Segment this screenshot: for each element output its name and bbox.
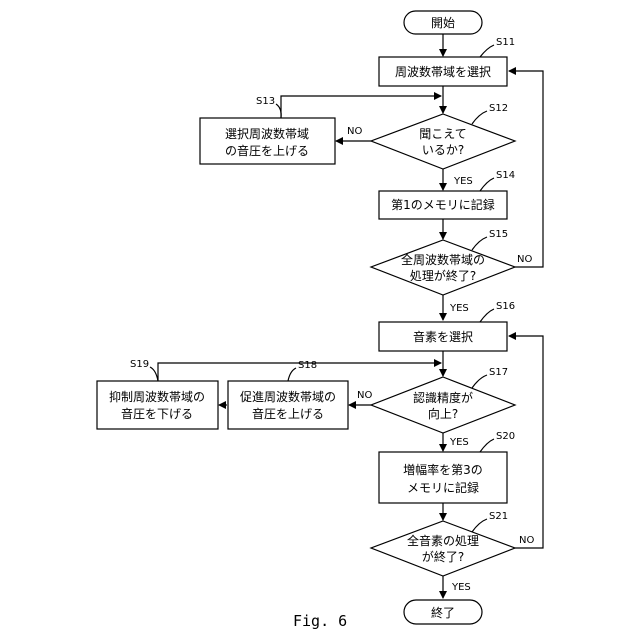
edge-label-s12-no: NO [347, 126, 362, 137]
decision-s15-label-1: 全周波数帯域の [401, 252, 485, 267]
leader-s12 [472, 111, 487, 124]
leader-s11 [480, 45, 494, 57]
edge-label-s15-no: NO [517, 254, 532, 265]
step-s13-label-1: 選択周波数帯域 [225, 126, 309, 141]
step-number-s17: S17 [489, 367, 508, 378]
leader-s15 [472, 237, 487, 250]
step-number-s11: S11 [496, 37, 515, 48]
decision-s21-label-2: が終了? [422, 549, 464, 564]
decision-s12-label-1: 聞こえて [419, 127, 466, 141]
edge-label-s21-yes: YES [451, 582, 471, 593]
leader-s17 [472, 375, 487, 388]
step-s20-label-2: メモリに記録 [407, 480, 479, 495]
step-s19-box [97, 381, 218, 429]
edge-s15-s11-no [509, 71, 543, 267]
step-number-s14: S14 [496, 170, 515, 181]
edge-label-s21-no: NO [519, 535, 534, 546]
step-s16-label: 音素を選択 [413, 329, 473, 344]
step-s19-label-1: 抑制周波数帯域の [109, 389, 205, 404]
step-number-s13: S13 [256, 96, 275, 107]
decision-s21-label-1: 全音素の処理 [407, 533, 479, 548]
leader-s14 [480, 178, 494, 191]
start-label: 開始 [431, 16, 455, 30]
step-s18-box [228, 381, 348, 429]
decision-s17-label-2: 向上? [428, 406, 458, 421]
edge-label-s15-yes: YES [449, 303, 469, 314]
step-s18-label-1: 促進周波数帯域の [240, 389, 336, 404]
step-s19-label-2: 音圧を下げる [121, 406, 193, 421]
leader-s13 [276, 104, 281, 118]
edge-label-s17-yes: YES [449, 437, 469, 448]
step-s13-label-2: の音圧を上げる [225, 143, 309, 158]
edge-s21-s16-no [509, 336, 543, 548]
step-s11-label: 周波数帯域を選択 [395, 64, 491, 79]
leader-s16 [480, 309, 494, 322]
leader-s18 [288, 368, 296, 381]
step-number-s12: S12 [489, 103, 508, 114]
step-number-s21: S21 [489, 511, 508, 522]
figure-caption: Fig. 6 [293, 612, 347, 630]
edge-label-s12-yes: YES [453, 176, 473, 187]
step-s20-box [379, 452, 507, 503]
step-s14-label: 第1のメモリに記録 [391, 197, 495, 212]
edge-s13-loop [281, 96, 441, 118]
decision-s12 [371, 114, 515, 169]
step-number-s20: S20 [496, 431, 515, 442]
step-number-s16: S16 [496, 301, 515, 312]
edge-label-s17-no: NO [357, 390, 372, 401]
decision-s15-label-2: 処理が終了? [410, 268, 476, 283]
step-s18-label-2: 音圧を上げる [252, 406, 324, 421]
leader-s19 [150, 367, 158, 381]
end-label: 終了 [431, 605, 455, 620]
decision-s21 [371, 521, 515, 576]
step-s20-label-1: 増幅率を第3の [403, 462, 483, 477]
leader-s21 [472, 519, 487, 532]
step-number-s18: S18 [298, 360, 317, 371]
decision-s15 [371, 240, 515, 295]
leader-s20 [480, 439, 494, 452]
decision-s17-label-1: 認識精度が [413, 390, 473, 405]
decision-s17 [371, 377, 515, 433]
step-number-s15: S15 [489, 229, 508, 240]
decision-s12-label-2: いるか? [422, 143, 464, 157]
step-number-s19: S19 [130, 359, 149, 370]
